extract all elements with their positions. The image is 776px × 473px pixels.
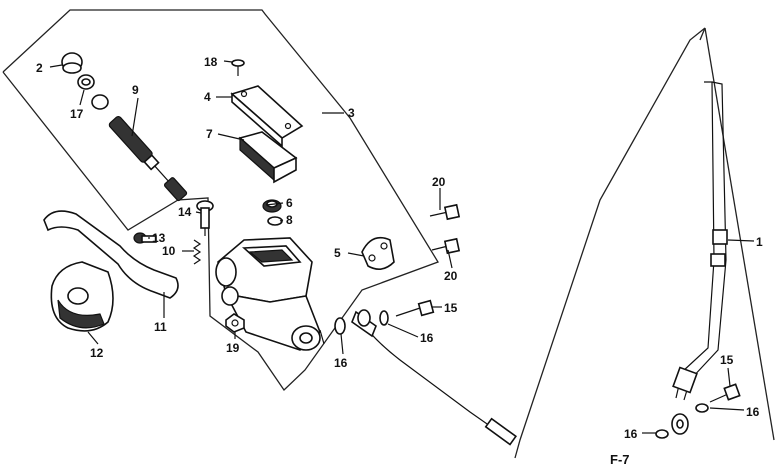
lever-pivot-bolt [196, 200, 214, 236]
part-label-16-b: 16 [420, 331, 434, 345]
sealing-washer-3 [655, 429, 669, 439]
part-label-12: 12 [90, 346, 104, 360]
o-ring [267, 216, 283, 226]
part-label-20-b: 20 [444, 269, 458, 283]
sealing-washer-2 [379, 310, 389, 326]
part-label-5: 5 [334, 246, 341, 260]
part-label-17: 17 [70, 107, 84, 121]
brake-hose [351, 81, 728, 446]
circlip [77, 74, 95, 90]
part-label-15-a: 15 [444, 301, 458, 315]
piston-set [91, 94, 188, 202]
part-label-6: 6 [286, 196, 293, 210]
part-label-2: 2 [36, 61, 43, 75]
part-label-16-a: 16 [334, 356, 348, 370]
part-label-11: 11 [154, 320, 167, 334]
leader-lines [49, 60, 755, 434]
lever-spring [192, 239, 202, 265]
float-plate [262, 199, 282, 213]
figure-reference: F-7 [610, 452, 630, 467]
part-label-1: 1 [756, 235, 763, 249]
hose-outline-left [699, 27, 706, 41]
sealing-washer-1 [334, 317, 346, 335]
part-label-10: 10 [162, 244, 176, 258]
sealing-washer-4 [695, 403, 709, 413]
lever-boot [50, 261, 114, 332]
part-label-19: 19 [226, 341, 240, 355]
pivot-nut [225, 313, 245, 333]
part-label-15-b: 15 [720, 353, 734, 367]
part-label-18: 18 [204, 55, 218, 69]
lever-screw [133, 232, 157, 244]
part-label-16-d: 16 [624, 427, 638, 441]
group-outline-upper [2, 9, 439, 391]
group-outline-lower [514, 27, 706, 459]
part-label-4: 4 [204, 90, 211, 104]
part-label-3: 3 [348, 106, 355, 120]
master-cylinder-holder [361, 236, 395, 270]
part-label-13: 13 [152, 231, 166, 245]
part-label-20-a: 20 [432, 175, 446, 189]
part-label-7: 7 [206, 127, 213, 141]
holder-bolt-lower [431, 237, 461, 255]
part-label-14: 14 [178, 205, 192, 219]
piston-boot [61, 52, 83, 74]
part-label-8: 8 [286, 213, 293, 227]
master-cylinder-body [215, 237, 325, 351]
part-label-16-c: 16 [746, 405, 760, 419]
holder-bolt-upper [429, 203, 461, 221]
reservoir-cap [230, 85, 304, 148]
oil-bolt-lower [709, 383, 741, 403]
cap-screw [231, 59, 245, 76]
hose-outline-right [704, 27, 775, 441]
brake-lever [43, 210, 179, 299]
diaphragm [238, 131, 298, 184]
oil-bolt-upper [395, 299, 435, 317]
part-label-9: 9 [132, 83, 139, 97]
